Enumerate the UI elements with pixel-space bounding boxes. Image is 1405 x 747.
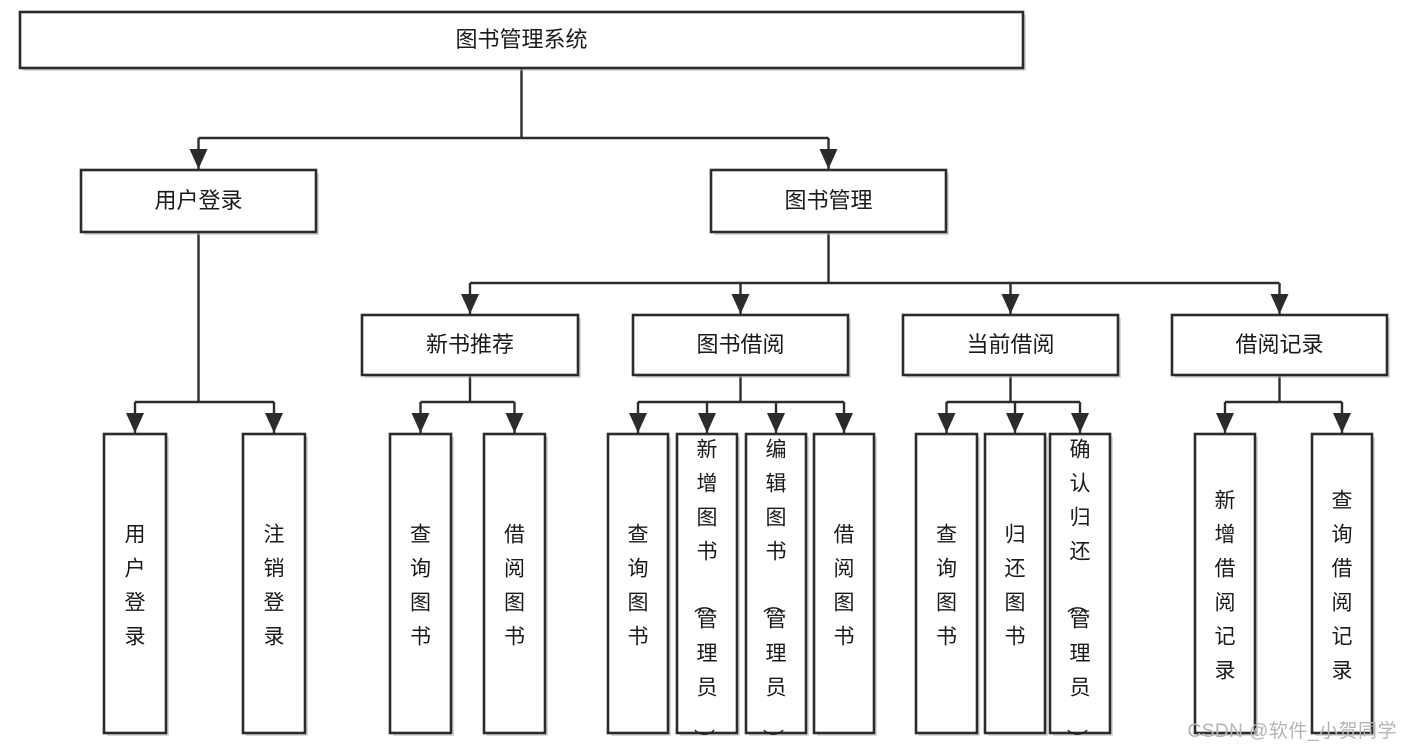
node-rect[interactable] xyxy=(709,168,948,234)
node-current-borrow[interactable]: 当前借阅 xyxy=(901,313,1121,378)
node-leaf-query-borrow-record[interactable]: 查询借阅记录 xyxy=(1310,432,1375,736)
arrow-head-icon xyxy=(731,294,750,314)
connector-group-root xyxy=(189,68,838,169)
node-label: 查询图书 xyxy=(628,524,649,649)
node-book-borrow[interactable]: 图书借阅 xyxy=(631,313,851,378)
arrow-head-icon xyxy=(1216,413,1234,433)
node-rect[interactable] xyxy=(360,313,580,377)
node-rect[interactable] xyxy=(1310,432,1374,735)
node-label: 确认归还（管理员） xyxy=(1065,439,1091,747)
connector-group-borrow-record xyxy=(1216,375,1351,433)
node-label: 注销登录 xyxy=(264,524,285,649)
connectors-layer xyxy=(126,68,1351,433)
arrow-head-icon xyxy=(819,149,838,169)
arrow-head-icon xyxy=(265,413,283,433)
arrow-head-icon xyxy=(835,413,853,433)
arrow-head-icon xyxy=(629,413,647,433)
node-rect[interactable] xyxy=(79,168,318,234)
arrow-head-icon xyxy=(1071,413,1089,433)
node-user-login[interactable]: 用户登录 xyxy=(79,168,319,235)
node-borrow-record[interactable]: 借阅记录 xyxy=(1170,313,1390,378)
node-label: 用户登录 xyxy=(125,524,146,649)
connector-group-book-manage xyxy=(461,232,1289,314)
node-leaf-borrow-book[interactable]: 借阅图书 xyxy=(812,432,877,736)
watermark-text: CSDN @软件_小贺同学 xyxy=(1187,721,1397,742)
node-leaf-return-book[interactable]: 归还图书 xyxy=(983,432,1048,736)
node-rect[interactable] xyxy=(901,313,1120,377)
node-root[interactable]: 图书管理系统 xyxy=(18,10,1026,71)
node-label: 借阅图书 xyxy=(504,524,525,649)
node-rect[interactable] xyxy=(812,432,876,735)
node-label: 查询图书 xyxy=(410,524,431,649)
connector-group-book-borrow xyxy=(629,375,853,433)
node-new-book-rec[interactable]: 新书推荐 xyxy=(360,313,581,378)
connector-group-new-book-rec xyxy=(411,375,524,433)
arrow-head-icon xyxy=(698,413,716,433)
node-leaf-user-login[interactable]: 用户登录 xyxy=(102,432,169,736)
node-leaf-query-book-cur[interactable]: 查询图书 xyxy=(914,432,980,736)
node-label: 图书管理系统 xyxy=(455,27,587,52)
node-leaf-add-book-admin[interactable]: 新增图书（管理员） xyxy=(675,432,740,747)
arrow-head-icon xyxy=(1006,413,1024,433)
node-leaf-query-book-rec[interactable]: 查询图书 xyxy=(388,432,454,736)
arrow-head-icon xyxy=(126,413,144,433)
arrow-head-icon xyxy=(411,413,430,433)
node-label: 查询借阅记录 xyxy=(1332,490,1353,683)
node-rect[interactable] xyxy=(1170,313,1389,377)
node-rect[interactable] xyxy=(606,432,670,735)
node-label: 借阅图书 xyxy=(834,524,855,649)
node-rect[interactable] xyxy=(914,432,979,735)
node-label: 图书借阅 xyxy=(696,332,784,357)
node-leaf-logout[interactable]: 注销登录 xyxy=(241,432,308,736)
node-rect[interactable] xyxy=(1193,432,1257,735)
node-label: 归还图书 xyxy=(1005,524,1026,649)
node-rect[interactable] xyxy=(675,432,739,735)
arrow-head-icon xyxy=(937,413,956,433)
node-leaf-edit-book-admin[interactable]: 编辑图书（管理员） xyxy=(744,432,809,747)
node-rect[interactable] xyxy=(983,432,1047,735)
arrow-head-icon xyxy=(189,149,208,169)
node-rect[interactable] xyxy=(744,432,808,735)
connector-group-user-login xyxy=(126,232,283,433)
node-label: 当前借阅 xyxy=(966,332,1054,357)
arrow-head-icon xyxy=(767,413,785,433)
node-book-manage[interactable]: 图书管理 xyxy=(709,168,949,235)
connector-group-current-borrow xyxy=(937,375,1089,433)
node-rect[interactable] xyxy=(18,10,1025,70)
node-rect[interactable] xyxy=(388,432,453,735)
node-rect[interactable] xyxy=(482,432,547,735)
node-leaf-query-book-borrow[interactable]: 查询图书 xyxy=(606,432,671,736)
arrow-head-icon xyxy=(1270,294,1289,314)
arrow-head-icon xyxy=(1001,294,1020,314)
node-label: 新书推荐 xyxy=(426,332,514,357)
node-rect[interactable] xyxy=(241,432,307,735)
node-leaf-add-borrow-record[interactable]: 新增借阅记录 xyxy=(1193,432,1258,736)
node-label: 查询图书 xyxy=(936,524,957,649)
node-label: 新增图书（管理员） xyxy=(692,439,718,747)
node-label: 用户登录 xyxy=(154,188,242,213)
node-label: 图书管理 xyxy=(784,188,872,213)
arrow-head-icon xyxy=(461,294,479,314)
node-leaf-confirm-return-admin[interactable]: 确认归还（管理员） xyxy=(1048,432,1113,747)
arrow-head-icon xyxy=(505,413,524,433)
node-label: 编辑图书（管理员） xyxy=(761,439,787,747)
node-rect[interactable] xyxy=(631,313,850,377)
node-label: 新增借阅记录 xyxy=(1215,490,1236,683)
arrow-head-icon xyxy=(1333,413,1351,433)
node-leaf-borrow-book-rec[interactable]: 借阅图书 xyxy=(482,432,548,736)
node-rect[interactable] xyxy=(102,432,168,735)
node-label: 借阅记录 xyxy=(1235,332,1323,357)
node-rect[interactable] xyxy=(1048,432,1112,735)
nodes-layer: 图书管理系统用户登录图书管理新书推荐图书借阅当前借阅借阅记录用户登录注销登录查询… xyxy=(18,10,1390,747)
